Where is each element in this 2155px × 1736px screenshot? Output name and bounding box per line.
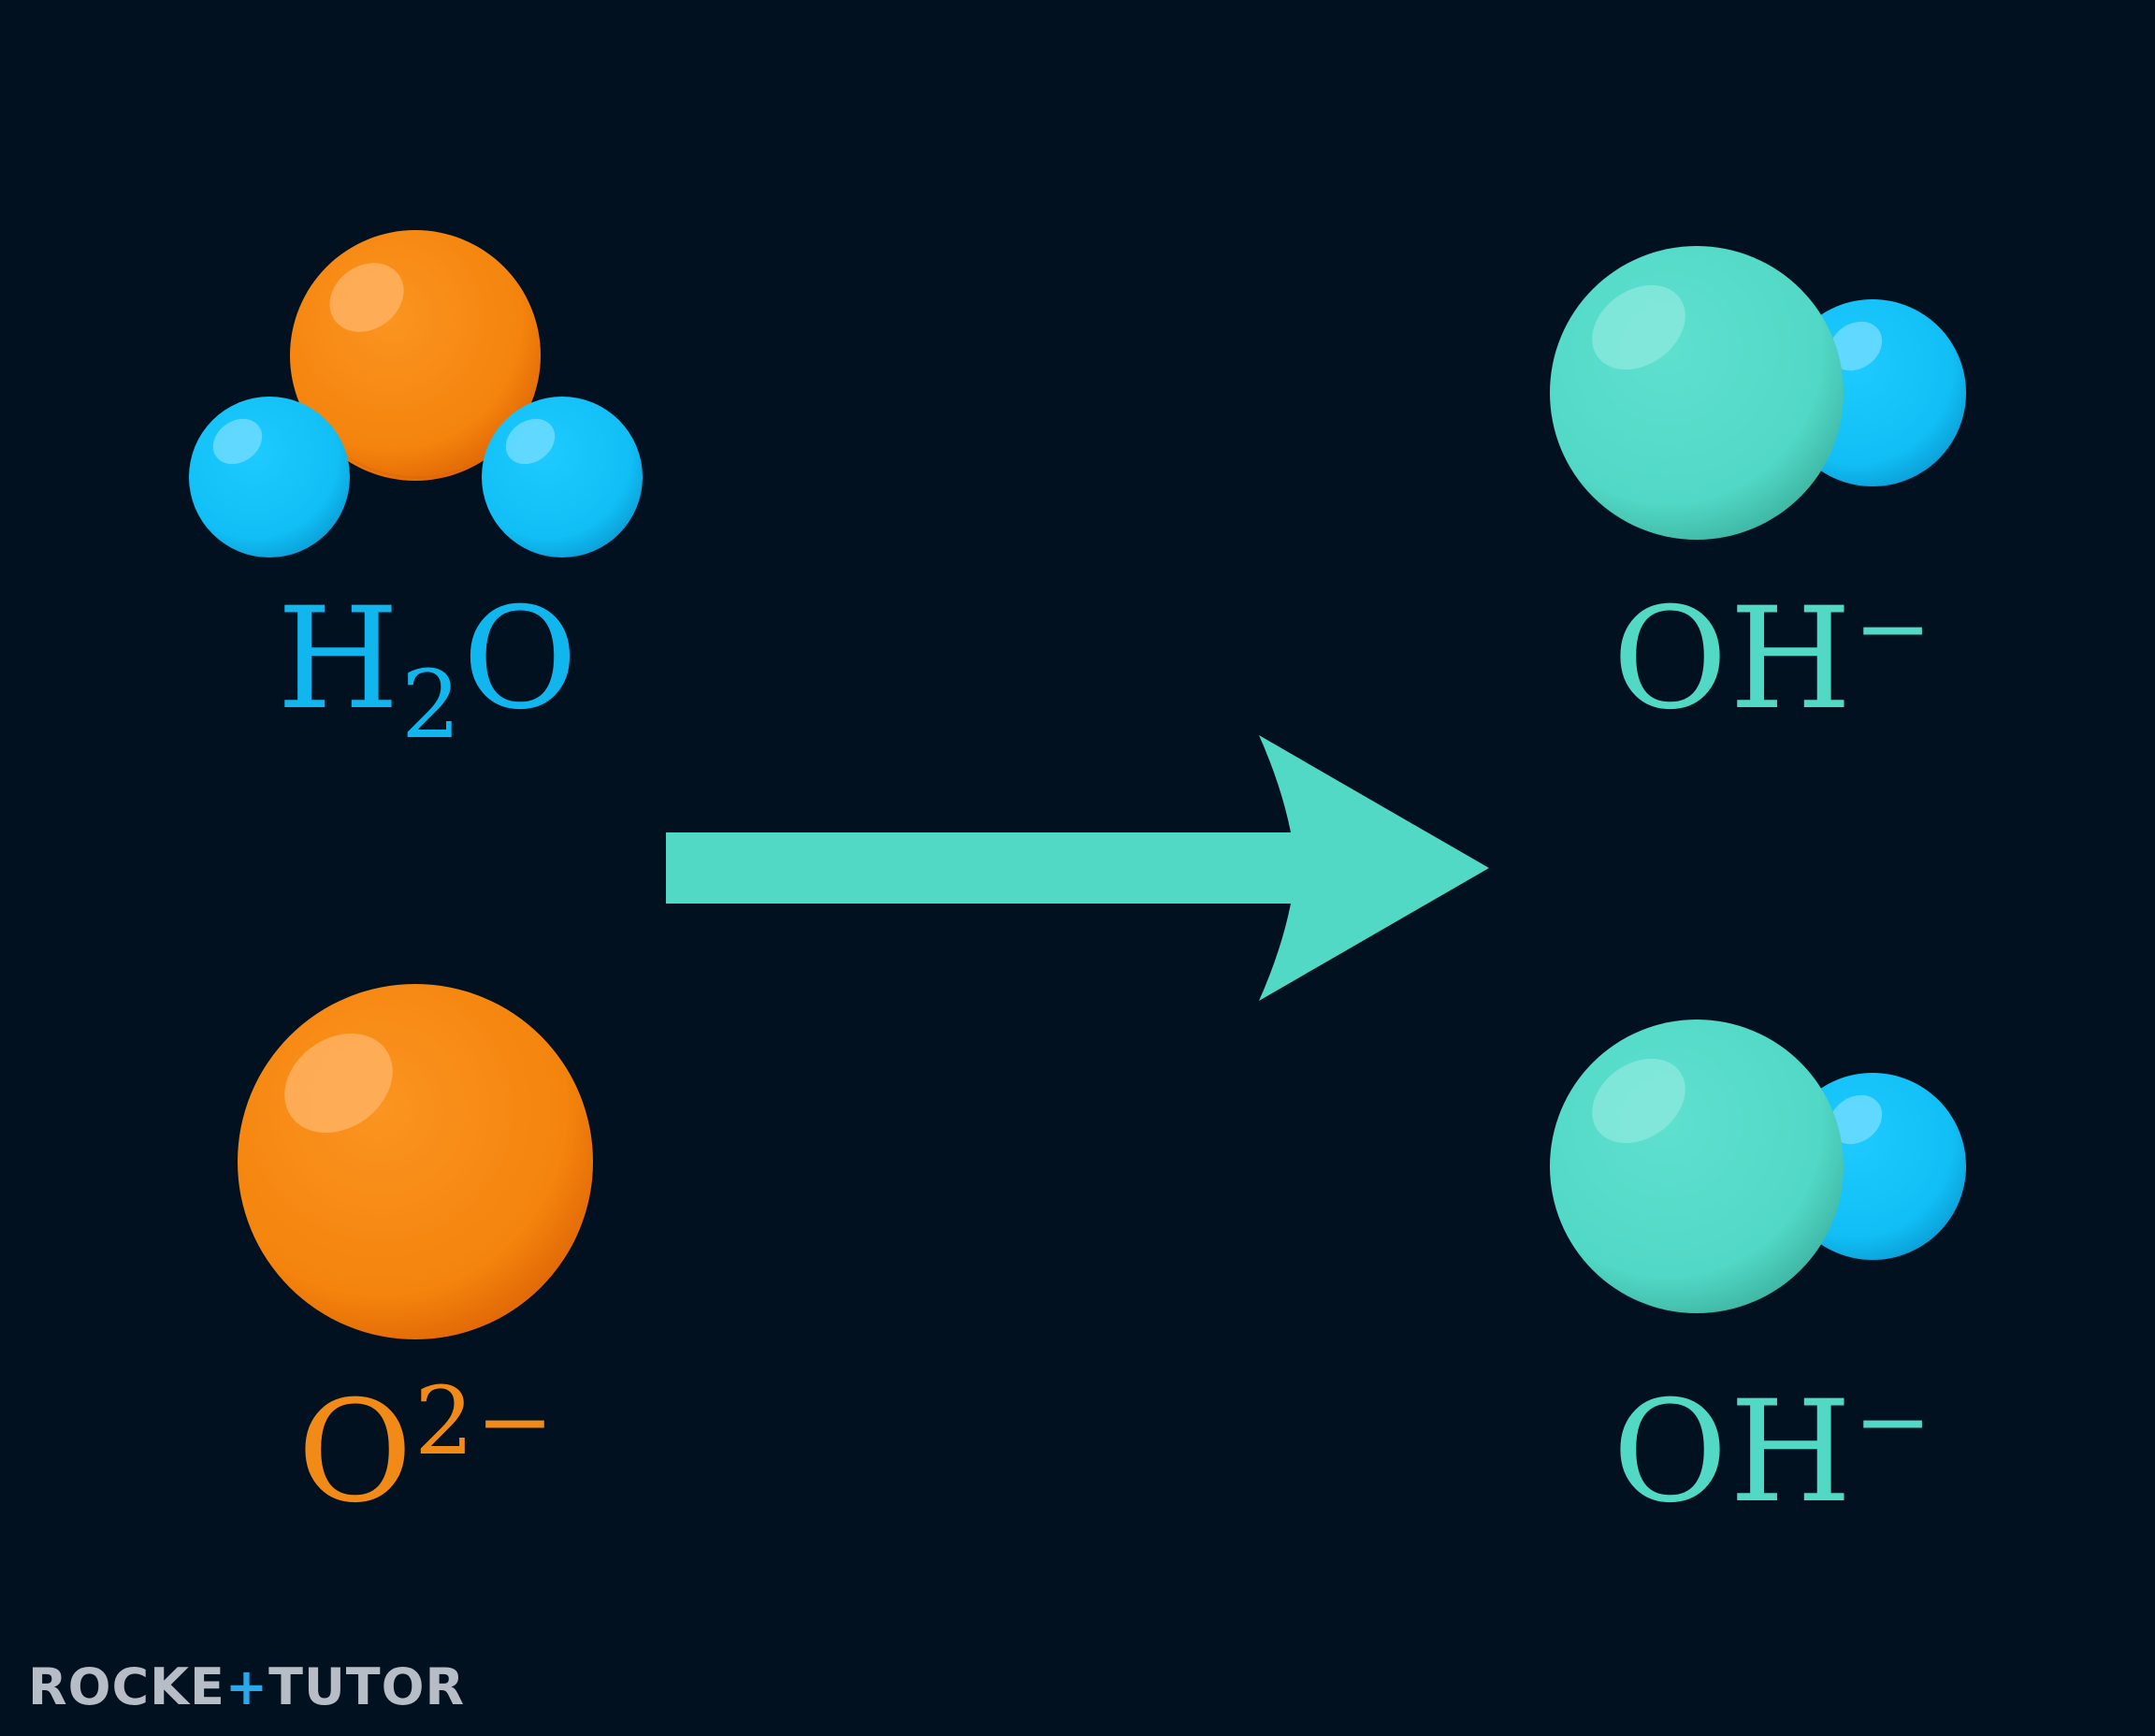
hydroxide-2-formula-charge: − [1853,1367,1934,1476]
logo-text-end: TUTOR [268,1657,466,1716]
hydroxide-1-formula-charge: − [1853,573,1934,683]
oxide-formula-label: O2− [297,1375,556,1524]
water-formula-o: O [462,578,580,741]
water-formula-label: H2O [277,589,579,752]
oxide-formula-charge: 2− [413,1367,557,1476]
hydroxide-2-oxygen-atom [1550,1020,1844,1313]
hydroxide-molecule-1 [1550,246,1966,540]
hydroxide-2-formula-oh: OH [1613,1371,1854,1534]
hydroxide-1-formula-label: OH− [1613,582,1934,731]
hydroxide-1-formula-oh: OH [1613,578,1854,741]
hydroxide-1-oxygen-atom [1550,246,1844,540]
hydroxide-2-formula-label: OH− [1613,1375,1934,1524]
water-oxygen-atom [290,230,541,481]
logo-cross-glyph: + [224,1657,269,1716]
water-molecule [189,230,643,557]
logo-text-start: ROCKE [28,1657,225,1716]
water-hydrogen-atom-right [482,397,643,557]
oxide-ion-atom [238,984,593,1339]
water-formula-subscript: 2 [400,650,463,760]
rocket-tutor-logo: ROCKE+TUTOR [28,1657,465,1716]
hydroxide-molecule-2 [1550,1020,1966,1313]
reaction-arrow [666,735,1489,1001]
water-formula-h: H [277,578,401,741]
oxide-formula-o: O [297,1371,414,1534]
water-hydrogen-atom-left [189,397,350,557]
